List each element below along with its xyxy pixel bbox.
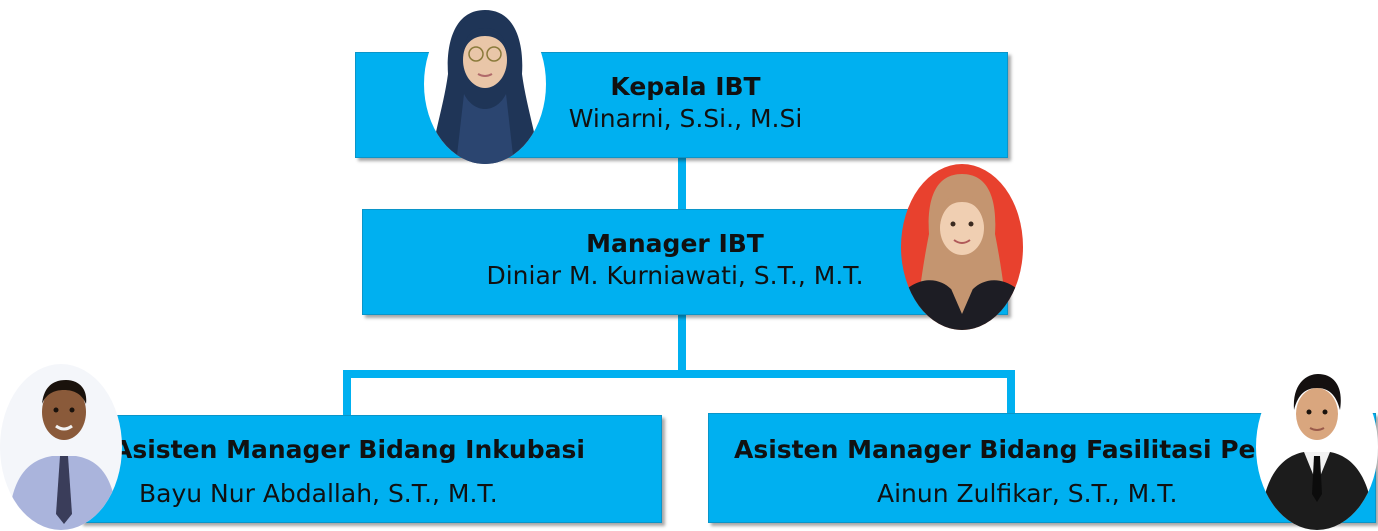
node-name: Ainun Zulfikar, S.T., M.T.	[877, 479, 1178, 508]
node-title: Asisten Manager Bidang Inkubasi	[113, 435, 585, 464]
connector-right-branch	[1007, 370, 1015, 414]
node-title: Asisten Manager Bidang Fasilitasi Pendan…	[734, 435, 1257, 464]
connector-manager-down	[678, 314, 686, 376]
connector-kepala-manager	[678, 158, 686, 210]
node-title: Kepala IBT	[610, 72, 761, 101]
node-title: Manager IBT	[586, 229, 764, 258]
node-name: Diniar M. Kurniawati, S.T., M.T.	[486, 261, 864, 290]
connector-horizontal	[343, 370, 1015, 378]
node-manager-ibt: Manager IBT Diniar M. Kurniawati, S.T., …	[362, 209, 1008, 315]
node-asisten-inkubasi: Asisten Manager Bidang Inkubasi Bayu Nur…	[80, 415, 662, 523]
avatar-manager	[901, 164, 1023, 330]
avatar-asisten-inkubasi	[0, 364, 122, 530]
connector-left-branch	[343, 370, 351, 416]
node-name: Winarni, S.Si., M.Si	[568, 104, 803, 133]
avatar-kepala	[424, 4, 546, 164]
avatar-asisten-fasilitasi	[1256, 364, 1378, 530]
node-name: Bayu Nur Abdallah, S.T., M.T.	[139, 479, 498, 508]
